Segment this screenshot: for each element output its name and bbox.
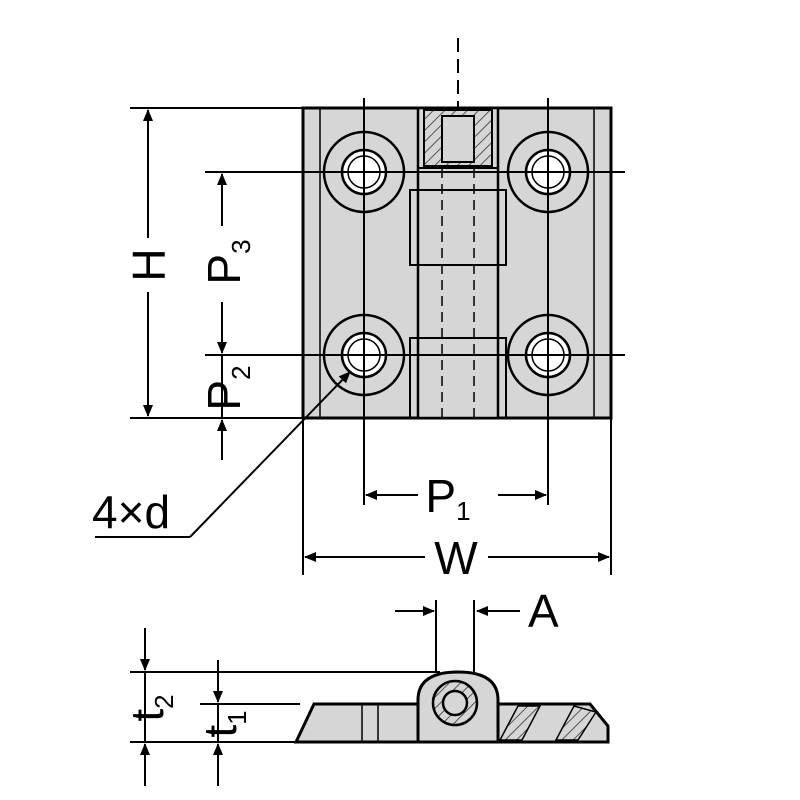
hinge-knuckle	[409, 38, 507, 420]
label-t1: t	[194, 725, 246, 738]
label-p1-sub: 1	[456, 496, 470, 526]
svg-text:t2: t2	[121, 694, 179, 721]
svg-text:t1: t1	[194, 710, 252, 737]
dimension-a: A	[395, 585, 559, 637]
label-t2: t	[121, 709, 173, 722]
svg-text:P1: P1	[425, 470, 470, 526]
label-t1-sub: 1	[222, 710, 252, 724]
label-p3-sub: 3	[226, 239, 256, 253]
dimension-p1: P1	[365, 470, 547, 526]
dimension-p2: P2	[198, 355, 256, 460]
label-p2: P	[198, 380, 250, 411]
label-p1: P	[425, 470, 456, 522]
dimension-t2-t1: t2 t1	[121, 628, 440, 786]
label-t2-sub: 2	[149, 694, 179, 708]
hinge-top-view	[205, 38, 625, 505]
dimension-p3: P3	[198, 173, 256, 354]
label-a: A	[528, 585, 559, 637]
svg-text:P2: P2	[198, 365, 256, 410]
label-p3: P	[198, 254, 250, 285]
extension-lines	[130, 107, 612, 575]
label-p2-sub: 2	[226, 365, 256, 379]
svg-text:P3: P3	[198, 239, 256, 284]
hinge-side-view	[293, 600, 610, 744]
label-w: W	[434, 532, 478, 584]
dimension-h: H	[123, 109, 175, 417]
hole-callout: 4×d	[92, 371, 351, 538]
label-h: H	[123, 248, 175, 281]
dimension-w: W	[304, 532, 610, 584]
label-4xd: 4×d	[92, 486, 170, 538]
